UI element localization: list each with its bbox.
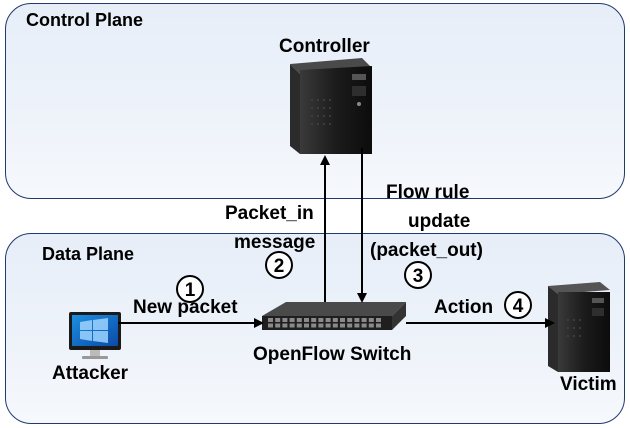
switch-port — [296, 318, 302, 322]
switch-port — [376, 318, 381, 322]
switch-port — [361, 323, 367, 328]
data-plane-label: Data Plane — [42, 244, 135, 264]
flow-rule-label-line1: Flow rule — [386, 182, 470, 203]
svg-text:2: 2 — [274, 256, 285, 277]
switch-port — [304, 318, 309, 322]
svg-text:1: 1 — [185, 280, 196, 301]
control-plane-label: Control Plane — [26, 10, 144, 30]
svg-text:4: 4 — [513, 296, 524, 317]
attacker-label: Attacker — [52, 363, 129, 384]
new-packet-label: New packet — [133, 297, 238, 318]
switch-port — [340, 323, 345, 328]
packet-in-label-line1: Packet_in — [225, 203, 314, 224]
victim-label: Victim — [560, 374, 617, 395]
step-1-badge: 1 — [176, 275, 204, 303]
switch-port — [354, 318, 360, 322]
switch-port — [311, 323, 317, 328]
switch-port — [376, 323, 381, 328]
svg-text:3: 3 — [413, 266, 424, 287]
victim-server-icon — [548, 282, 610, 372]
switch-ports — [268, 318, 381, 328]
switch-port — [318, 323, 324, 328]
switch-port — [325, 323, 331, 328]
switch-port — [368, 323, 374, 328]
switch-port — [332, 318, 338, 322]
switch-port — [347, 323, 353, 328]
openflow-switch-icon — [262, 302, 406, 330]
switch-port — [347, 318, 353, 322]
attacker-computer-icon — [69, 312, 121, 359]
step-4-badge: 4 — [504, 291, 532, 319]
switch-port — [289, 323, 295, 328]
flow-rule-label-line2: update — [408, 211, 471, 232]
switch-port — [318, 318, 324, 322]
controller-label: Controller — [279, 36, 370, 57]
switch-port — [361, 318, 367, 322]
controller-server-icon — [290, 58, 372, 154]
switch-port — [311, 318, 317, 322]
switch-port — [282, 323, 288, 328]
switch-label: OpenFlow Switch — [253, 344, 412, 365]
switch-port — [304, 323, 309, 328]
switch-port — [268, 323, 273, 328]
switch-port — [332, 323, 338, 328]
switch-port — [282, 318, 288, 322]
switch-port — [275, 323, 281, 328]
switch-port — [368, 318, 374, 322]
switch-port — [289, 318, 295, 322]
switch-port — [325, 318, 331, 322]
packet-in-label-line2: message — [234, 232, 316, 253]
switch-port — [340, 318, 345, 322]
step-2-badge: 2 — [265, 251, 293, 279]
switch-port — [354, 323, 360, 328]
step-3-badge: 3 — [404, 261, 432, 289]
flow-rule-label-line3: (packet_out) — [370, 240, 483, 261]
action-label: Action — [434, 297, 494, 318]
switch-port — [268, 318, 273, 322]
switch-port — [275, 318, 281, 322]
switch-port — [296, 323, 302, 328]
